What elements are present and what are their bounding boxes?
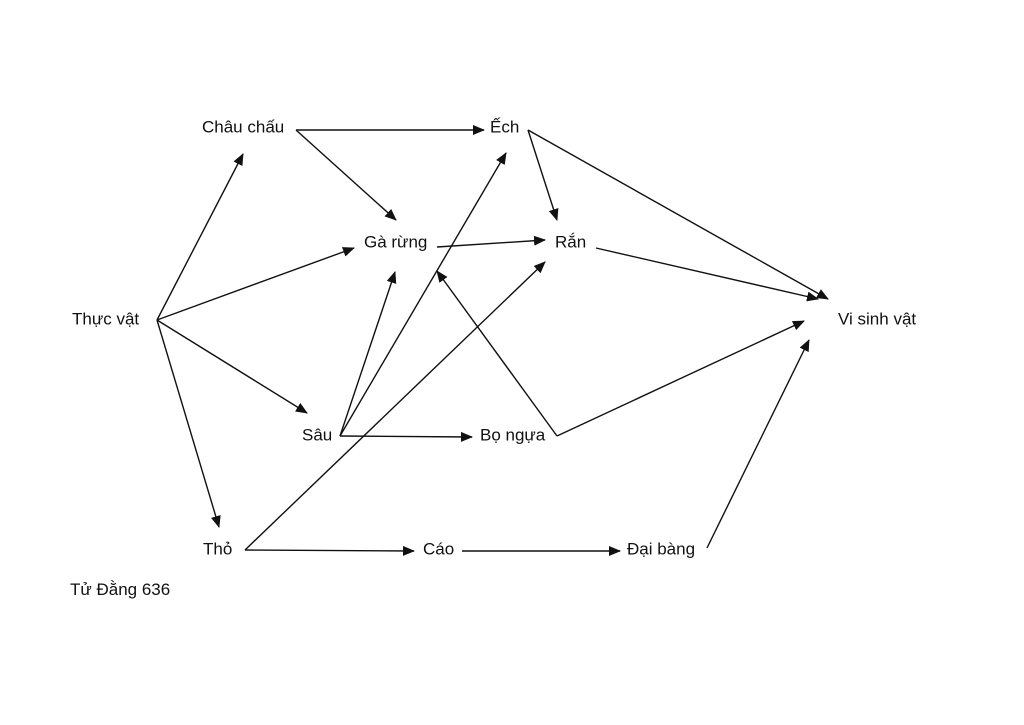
node-chau-chau: Châu chấu [202,117,284,136]
arrow-ech-to-ran [527,129,559,221]
arrow-sau-to-ga-rung [339,271,397,437]
node-vi-sinh-vat: Vi sinh vật [838,309,916,328]
arrow-ga-rung-to-ran [436,235,546,248]
arrow-thuc-vat-to-tho [156,319,221,528]
node-bo-ngua: Bọ ngựa [480,425,546,444]
arrow-ran-to-vi-sinh-vat [595,247,819,302]
arrow-tho-to-cao [244,545,415,556]
arrow-sau-to-bo-ngua [339,431,473,442]
node-tho: Thỏ [203,539,232,558]
arrow-ech-to-vi-sinh-vat [527,129,829,300]
arrow-thuc-vat-to-chau-chau [156,153,244,321]
node-ran: Rắn [555,232,586,251]
arrow-thuc-vat-to-ga-rung [156,247,355,321]
node-sau: Sâu [302,425,332,444]
node-dai-bang: Đại bàng [627,539,695,558]
arrow-bo-ngua-to-vi-sinh-vat [556,320,805,437]
arrow-sau-to-ech [339,152,507,437]
node-ech: Ếch [490,117,519,136]
edges-layer [156,125,829,556]
node-thuc-vat: Thực vật [72,309,139,328]
arrow-dai-bang-to-vi-sinh-vat [706,339,810,549]
arrow-tho-to-ran [244,261,546,551]
arrow-thuc-vat-to-sau [156,319,308,414]
node-cao: Cáo [423,539,454,558]
arrow-bo-ngua-to-ga-rung [436,270,558,437]
arrow-chau-chau-to-ga-rung [295,129,397,221]
node-ga-rung: Gà rừng [364,232,427,251]
credit-text: Tử Đằng 636 [70,580,170,599]
